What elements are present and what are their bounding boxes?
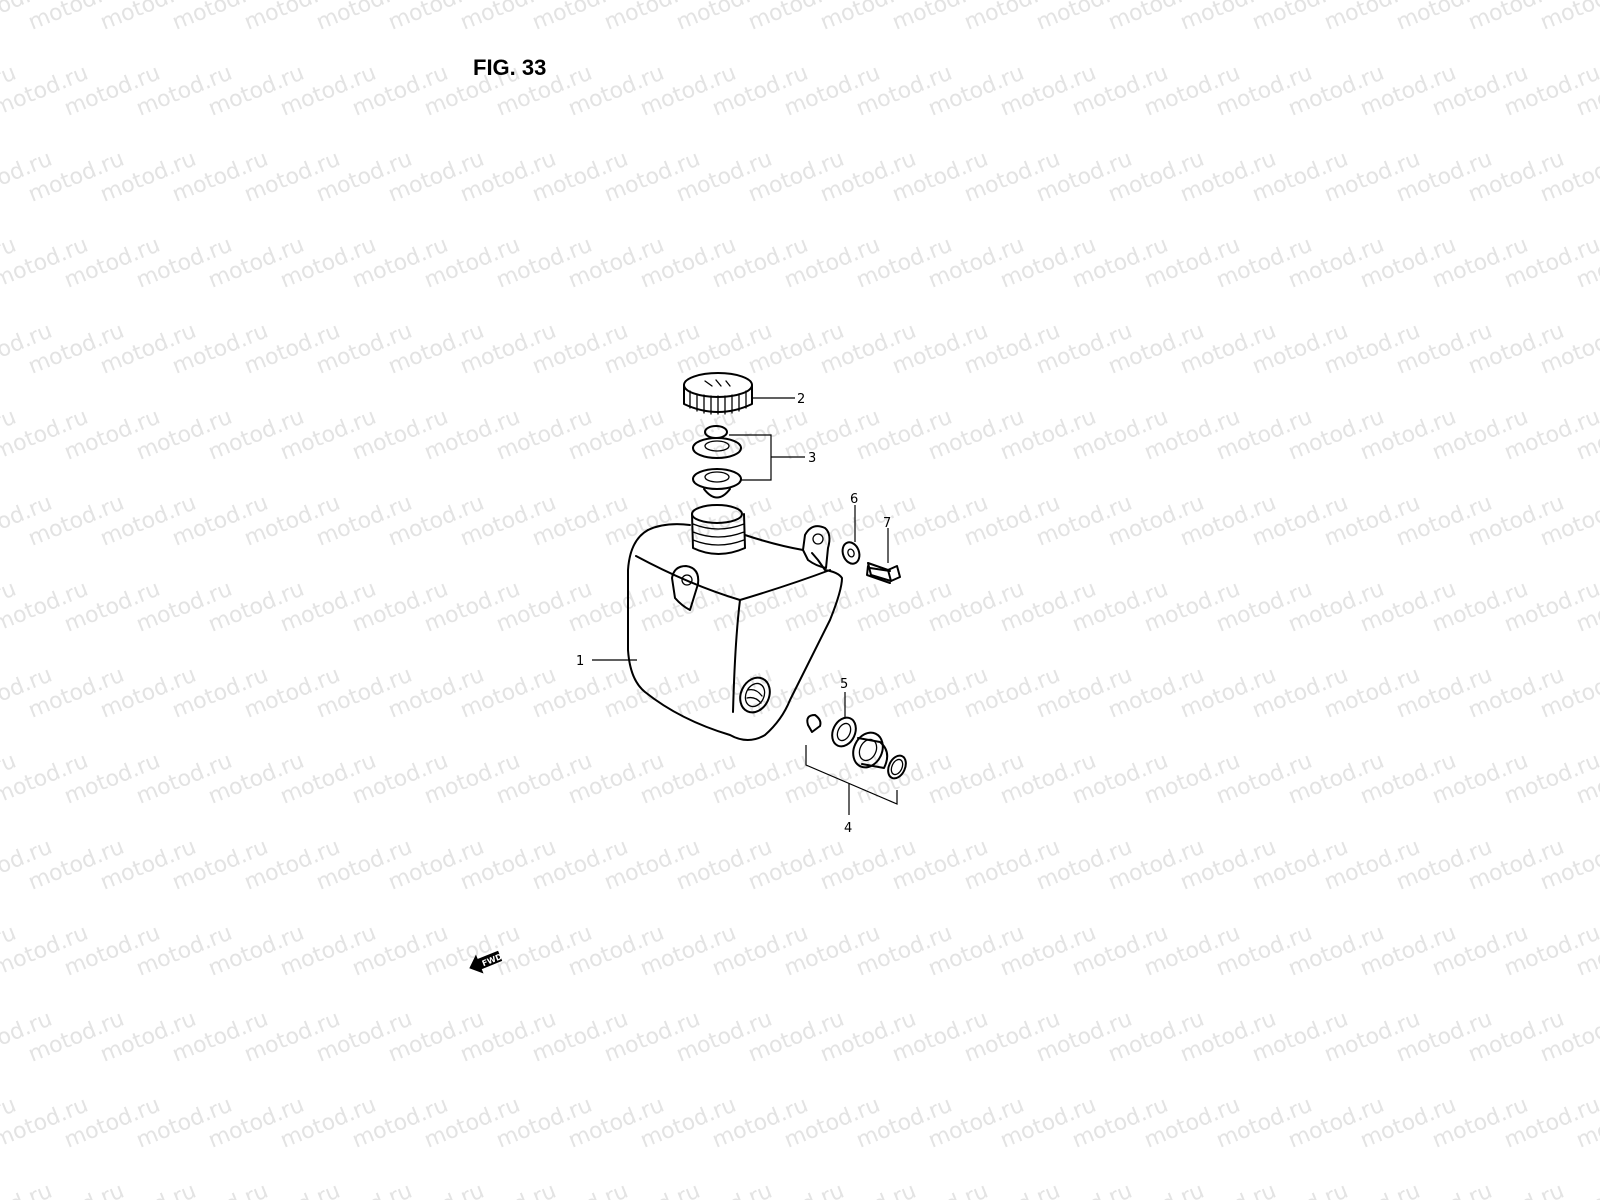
oil-tank [627,523,843,741]
leader-lines [592,397,898,815]
callout-1: 1 [576,654,584,669]
callout-4: 4 [844,821,852,836]
callout-7: 7 [883,516,891,531]
figure-title: FIG. 33 [473,55,546,80]
callout-2: 2 [797,392,805,407]
callout-5: 5 [840,677,848,692]
washer [841,541,861,565]
filler-neck [691,504,746,555]
outlet-fitting-set [806,714,907,780]
bolt [866,562,901,584]
callout-3: 3 [808,451,816,466]
callout-6: 6 [850,492,858,507]
tank-cap [683,372,753,415]
callout-labels: 1 2 3 4 5 6 7 [576,392,891,836]
watermark-text: motod.ru [0,1179,56,1200]
cap-gasket-set [692,425,742,499]
